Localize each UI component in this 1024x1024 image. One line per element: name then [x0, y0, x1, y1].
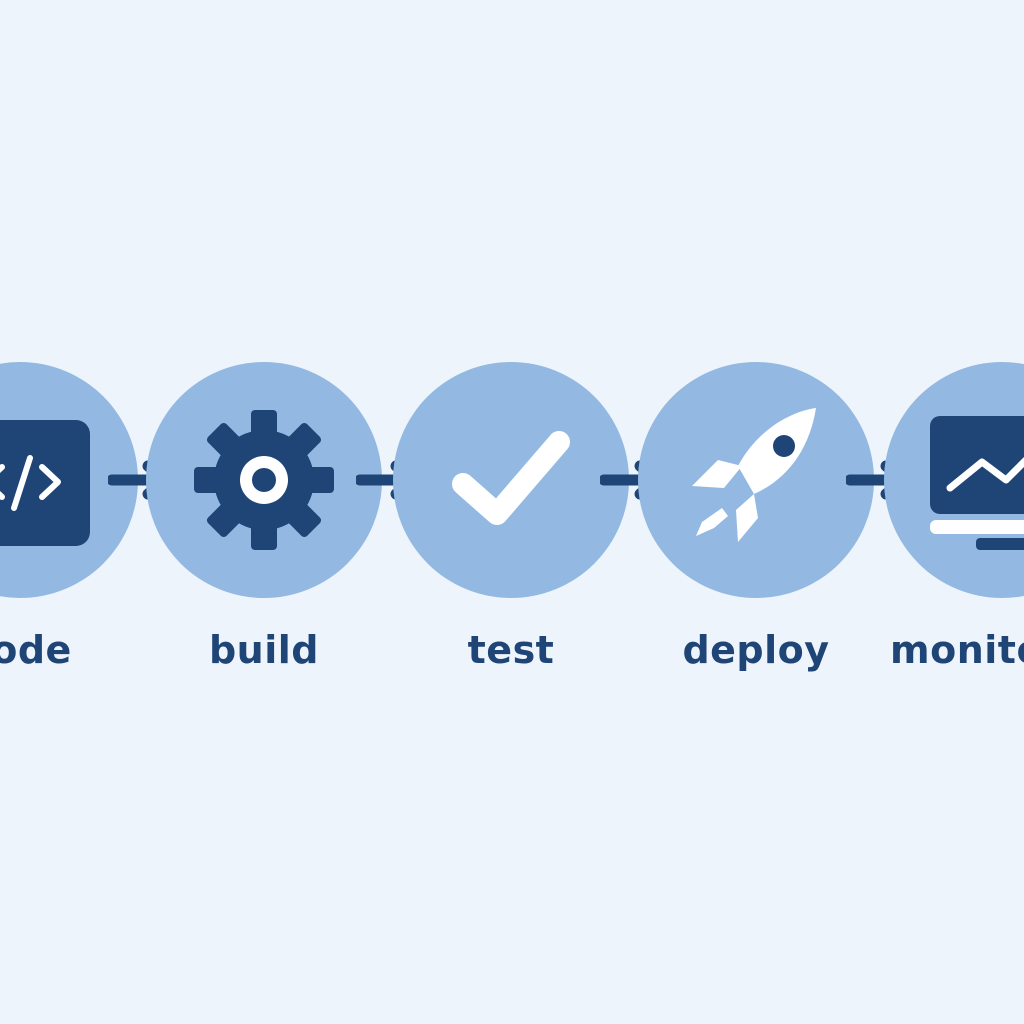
stage-label-build: build	[208, 628, 319, 672]
stage-label-test: test	[467, 628, 555, 672]
stage-label-deploy: deploy	[682, 628, 830, 672]
stage-test-circle	[393, 362, 629, 598]
rocket-icon	[692, 408, 816, 542]
stage-monitor-circle	[884, 362, 1024, 598]
monitor-chart-icon	[930, 416, 1024, 550]
code-window-icon	[0, 420, 90, 546]
stage-label-code: code	[0, 628, 72, 672]
stage-label-monitor: monitor	[890, 628, 1024, 672]
stage-build-circle	[146, 362, 382, 598]
stage-deploy-circle	[638, 362, 874, 598]
gear-icon	[194, 410, 334, 550]
checkmark-icon	[452, 431, 570, 525]
